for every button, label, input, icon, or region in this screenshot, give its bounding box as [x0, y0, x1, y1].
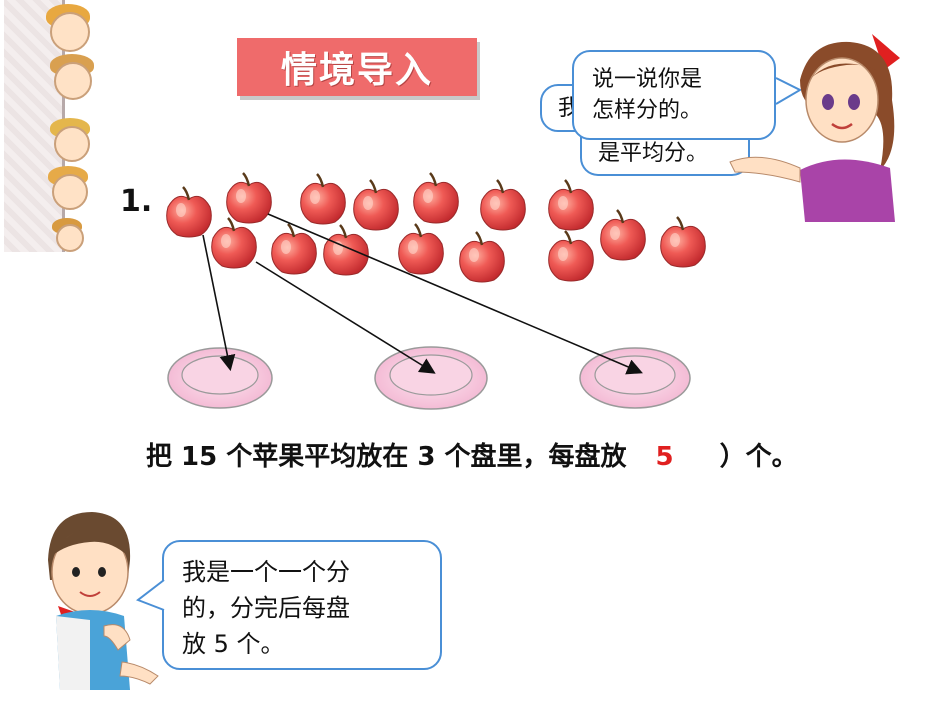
bubble-line: 的，分完后每盘 [182, 594, 350, 622]
apple-icon [166, 186, 212, 238]
boy-figure-icon [48, 512, 159, 690]
apple-icon [271, 223, 317, 275]
bubble-line: 我是一个一个分 [182, 558, 350, 586]
kid-face-icon [50, 12, 90, 52]
bubble-partial-text: 是平均分。 [598, 141, 709, 166]
apples-group [166, 172, 706, 283]
bubble-line: 说一说你是 [592, 67, 703, 92]
bubble-tail [135, 579, 165, 611]
arrow [255, 261, 436, 374]
apple-icon [300, 173, 346, 225]
plate-3-icon [579, 347, 691, 409]
kid-face-icon [54, 62, 92, 100]
bubble-line: 怎样分的。 [592, 98, 703, 123]
apple-icon [480, 179, 526, 231]
kid-face-icon [56, 224, 84, 252]
plate-1-icon [167, 347, 273, 409]
apple-icon [548, 179, 594, 231]
page-title: 情境导入 [280, 50, 433, 91]
apple-icon [398, 223, 444, 275]
arrow [202, 234, 236, 372]
arrow [267, 213, 643, 375]
plate-2-icon [374, 346, 488, 410]
teacher-figure-icon [729, 34, 900, 222]
title-banner: 情境导入 [237, 38, 477, 96]
sentence-text: 把 15 个苹果平均放在 3 个盘里，每盘放 [146, 442, 636, 472]
sentence-tail: ）个。 [719, 442, 798, 472]
apple-icon [323, 224, 369, 276]
kid-face-icon [54, 126, 90, 162]
apple-icon [600, 209, 646, 261]
answer-value: 5 [655, 442, 674, 472]
apple-icon [413, 172, 459, 224]
bubble-line: 放 5 个。 [182, 630, 285, 658]
apple-icon [226, 172, 272, 224]
bubble-tail [775, 77, 803, 105]
apple-icon [660, 216, 706, 268]
decorative-strip [4, 0, 94, 252]
boy-speech-bubble: 我是一个一个分 的，分完后每盘 放 5 个。 [162, 540, 442, 670]
apple-icon [211, 217, 257, 269]
apple-icon [353, 179, 399, 231]
teacher-speech-bubble: 说一说你是 怎样分的。 [572, 50, 776, 140]
apple-icon [548, 230, 594, 282]
apple-icon [459, 231, 505, 283]
question-sentence: 把 15 个苹果平均放在 3 个盘里，每盘放 5 ）个。 [146, 436, 798, 473]
question-number: 1. [120, 184, 153, 219]
kid-face-icon [52, 174, 88, 210]
